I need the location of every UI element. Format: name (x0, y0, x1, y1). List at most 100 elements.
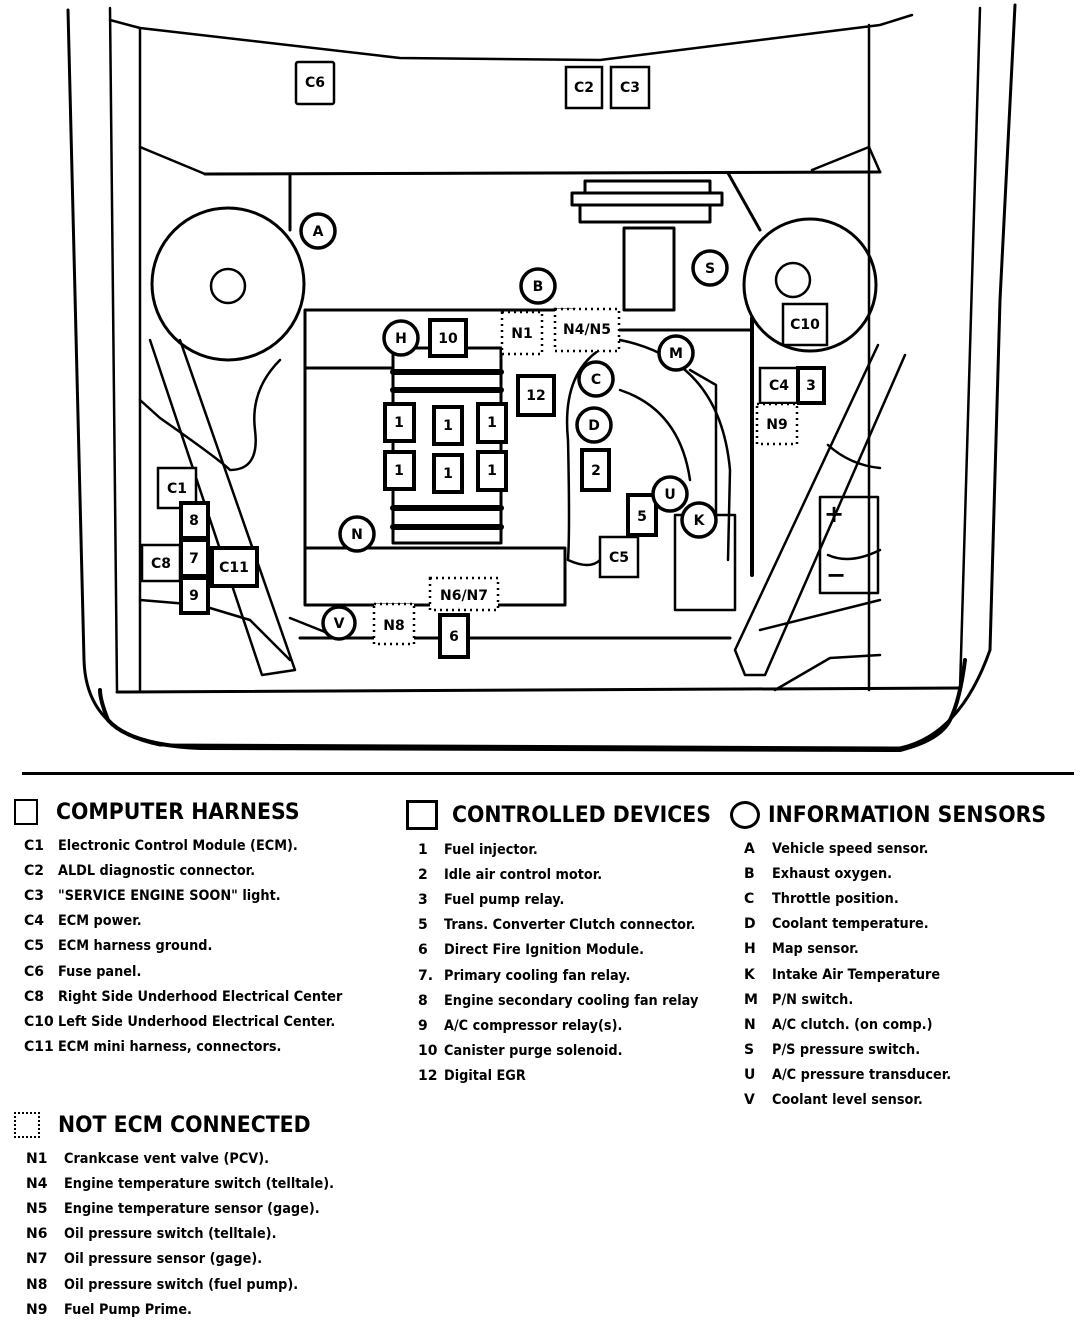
legend-item-code: N (744, 1016, 756, 1033)
legend-item-code: S (744, 1042, 755, 1059)
box-injector-5 (432, 453, 464, 494)
legend-item-desc: ECM mini harness, connectors. (58, 1039, 282, 1056)
legend-item-desc: Engine secondary cooling fan relay (444, 992, 699, 1009)
legend-item-code: 7. (418, 967, 434, 984)
label-5: 5 (637, 509, 647, 525)
box-9 (179, 576, 210, 615)
legend-item-code: 10 (418, 1043, 438, 1060)
heavy-square-icon (406, 800, 438, 830)
label-injector-3: 1 (487, 415, 497, 431)
box-c6 (294, 60, 336, 106)
legend-item-code: C4 (24, 913, 45, 930)
left-strut-tower (150, 206, 306, 362)
legend-item-desc: Trans. Converter Clutch connector. (444, 917, 696, 934)
intake-duct (622, 226, 676, 312)
right-fender-line (958, 6, 982, 692)
label-12: 12 (526, 388, 545, 404)
legend-item-desc: Digital EGR (444, 1068, 526, 1085)
circle-b (519, 267, 557, 305)
battery (818, 495, 880, 595)
right-strut-cap (774, 261, 812, 299)
legend-item-desc: Primary cooling fan relay. (444, 967, 631, 984)
legend-item-desc: Oil pressure switch (telltale). (64, 1226, 277, 1243)
legend-item-code: N8 (26, 1276, 48, 1293)
engine-right-wall (726, 171, 762, 232)
section-title: INFORMATION SENSORS (768, 802, 1047, 828)
m-lead (688, 368, 718, 522)
legend-item: 8 Engine secondary cooling fan relay (406, 988, 730, 1013)
circle-v (321, 605, 357, 641)
label-injector-1: 1 (394, 415, 404, 431)
box-n1 (500, 310, 544, 356)
section-title: NOT ECM CONNECTED (58, 1112, 311, 1138)
right-wheelwell (826, 443, 882, 561)
legend-item-code: D (744, 916, 756, 933)
label-c: C (591, 372, 601, 388)
legend-item-desc: ALDL diagnostic connector. (58, 862, 256, 879)
label-injector-2: 1 (443, 418, 453, 434)
legend-item-code: V (744, 1092, 755, 1109)
legend-item-code: 8 (418, 992, 428, 1009)
legend-item-desc: Oil pressure sensor (gage). (64, 1251, 263, 1268)
legend-item-code: N4 (26, 1175, 48, 1192)
label-a: A (313, 224, 324, 240)
label-b: B (533, 279, 544, 295)
label-u: U (664, 487, 675, 503)
legend-item-desc: P/N switch. (772, 991, 854, 1008)
label-n6n7: N6/N7 (440, 588, 488, 604)
label-2: 2 (591, 463, 601, 479)
legend-item: 7. Primary cooling fan relay. (406, 963, 730, 988)
legend-item-desc: Idle air control motor. (444, 866, 603, 883)
circle-m (657, 334, 695, 372)
legend-item-code: 12 (418, 1068, 438, 1085)
box-c3 (609, 65, 651, 110)
label-8: 8 (189, 513, 199, 529)
right-wheelwell-lower (758, 598, 882, 692)
legend-item-desc: Engine temperature sensor (gage). (64, 1200, 320, 1217)
label-c10: C10 (790, 317, 820, 333)
legend-item-desc: Throttle position. (772, 890, 899, 907)
label-k: K (694, 513, 706, 529)
legend-item-desc: Electronic Control Module (ECM). (58, 837, 298, 854)
legend-item: C3"SERVICE ENGINE SOON" light. (14, 883, 367, 908)
air-cleaner-base (578, 203, 712, 224)
solid-square-icon (14, 799, 38, 825)
box-c11 (210, 546, 259, 588)
label-n8: N8 (383, 618, 404, 634)
legend-item-code: C6 (24, 963, 45, 980)
legend-item-desc: Oil pressure switch (fuel pump). (64, 1276, 299, 1293)
label-c4: C4 (769, 378, 789, 394)
label-10: 10 (438, 331, 458, 347)
label-c2: C2 (574, 80, 594, 96)
left-wheelwell (138, 358, 282, 472)
legend-item-desc: A/C pressure transducer. (772, 1067, 952, 1084)
circle-s (691, 249, 729, 287)
legend-item-code: H (744, 941, 756, 958)
cowl-top (108, 13, 914, 62)
box-n6n7 (428, 576, 500, 612)
legend-item-code: C11 (24, 1039, 54, 1056)
legend-item-code: N9 (26, 1301, 48, 1318)
legend-divider (22, 772, 1074, 775)
legend-item-code: K (744, 966, 755, 983)
